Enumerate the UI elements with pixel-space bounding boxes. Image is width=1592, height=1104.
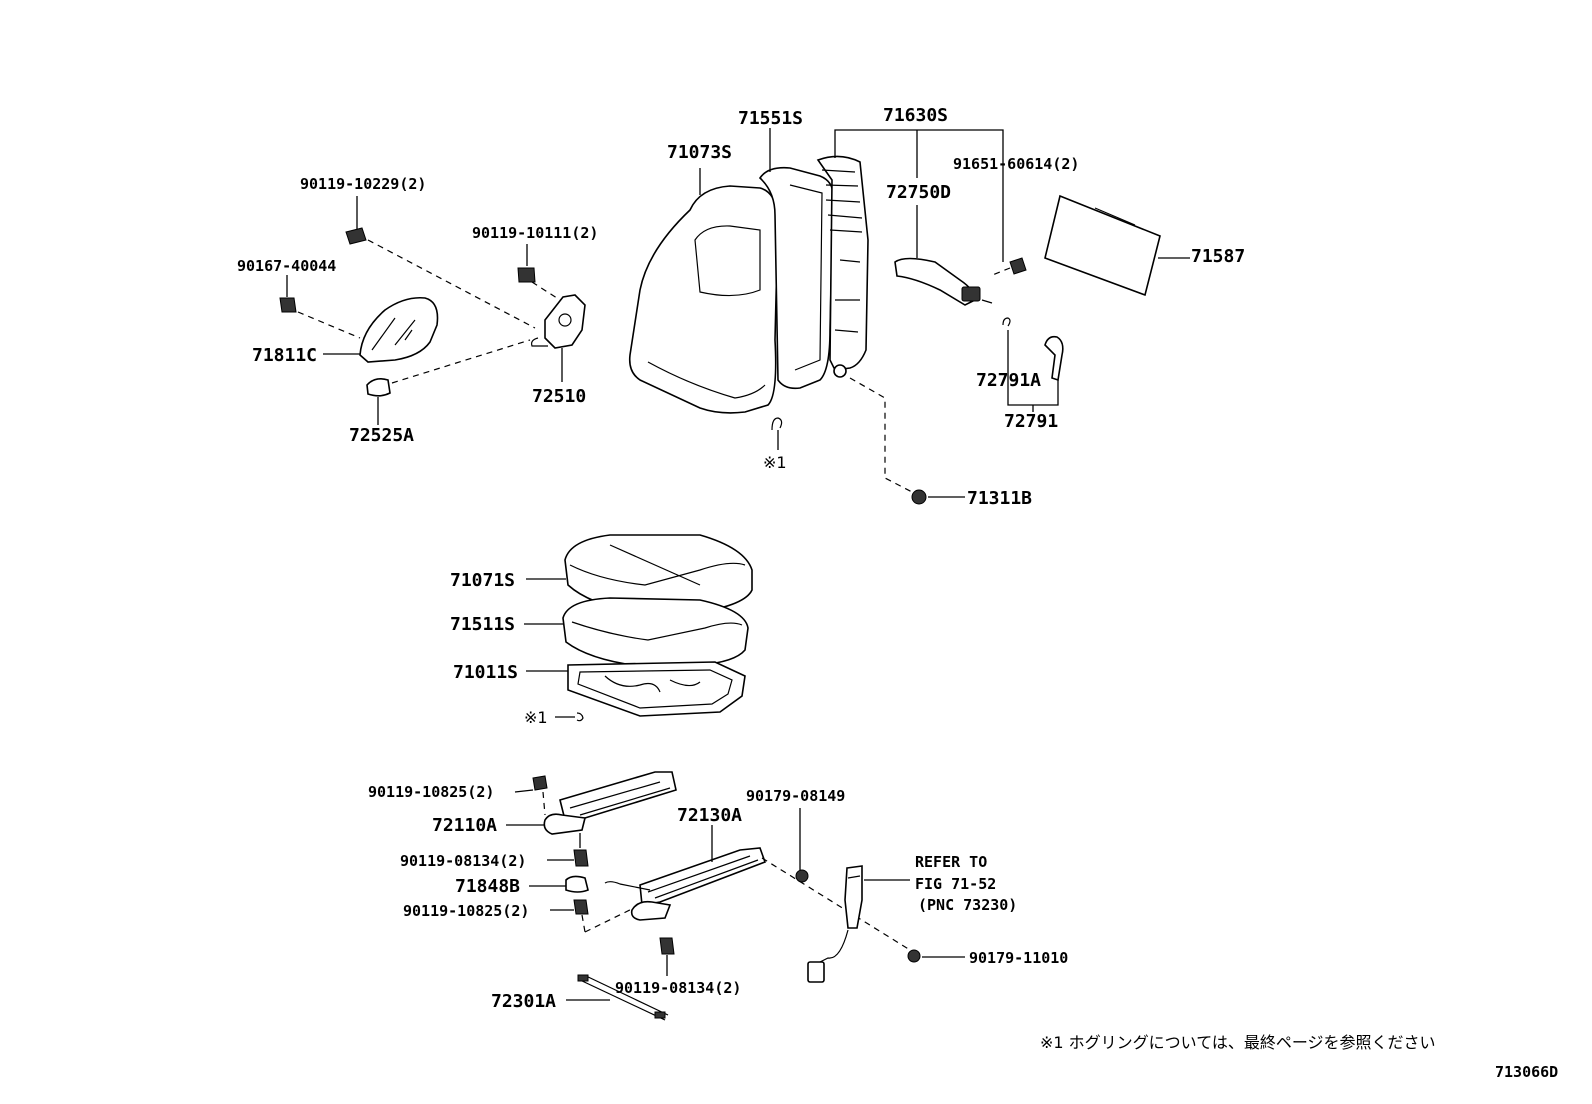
- label-90119-10825-a: 90119-10825(2): [368, 783, 494, 801]
- seat-track-72110A: [506, 771, 677, 835]
- label-72510: 72510: [532, 386, 586, 407]
- seat-belt-buckle: [807, 865, 910, 983]
- bolt-90119-10111: [517, 244, 561, 301]
- label-90167-40044: 90167-40044: [237, 257, 336, 275]
- label-71511S: 71511S: [450, 614, 515, 635]
- label-90119-08134-b: 90119-08134(2): [615, 979, 741, 997]
- cable-72301A: [566, 974, 669, 1021]
- label-91651-60614: 91651-60614(2): [953, 155, 1079, 173]
- label-refer-line3: (PNC 73230): [918, 896, 1017, 914]
- figure-id: 713066D: [1495, 1063, 1558, 1081]
- seat-track-72130A: [604, 825, 767, 921]
- bolt-90119-08134-a: [547, 833, 589, 867]
- label-90119-10825-b: 90119-10825(2): [403, 902, 529, 920]
- hog-ring-seat: [555, 712, 584, 722]
- knob-72525A: [366, 339, 531, 425]
- seat-cushion-frame-71011S: [526, 661, 746, 717]
- label-72110A: 72110A: [432, 815, 497, 836]
- bolt-90119-10229: [345, 196, 536, 329]
- label-71848B: 71848B: [455, 876, 520, 897]
- label-71630S: 71630S: [883, 105, 948, 126]
- nut-90179-08149: [761, 808, 911, 951]
- footnote: ※1 ホグリングについては、最終ページを参照ください: [1040, 1033, 1436, 1052]
- label-90179-11010: 90179-11010: [969, 949, 1068, 967]
- label-71587: 71587: [1191, 246, 1245, 267]
- label-90119-10111: 90119-10111(2): [472, 224, 598, 242]
- bolt-90119-08134-b: [659, 937, 675, 976]
- label-90119-10229: 90119-10229(2): [300, 175, 426, 193]
- label-90119-08134-a: 90119-08134(2): [400, 852, 526, 870]
- seatback-pad: [758, 166, 835, 390]
- label-hogring-note-2: ※1: [524, 708, 548, 727]
- label-71311B: 71311B: [967, 488, 1032, 509]
- bolt-90119-10825-a: [514, 775, 548, 816]
- label-72791A: 72791A: [976, 370, 1041, 391]
- cover-71848B: [529, 875, 589, 893]
- recliner-cover-71811C: [323, 296, 439, 363]
- hinge-cover-72750D: [894, 257, 993, 306]
- bolt-91651: [989, 257, 1027, 277]
- label-71811C: 71811C: [252, 345, 317, 366]
- label-72525A: 72525A: [349, 425, 414, 446]
- leader-71630S: [834, 129, 1004, 262]
- label-71551S: 71551S: [738, 108, 803, 129]
- label-hogring-note: ※1: [763, 453, 787, 472]
- label-71011S: 71011S: [453, 662, 518, 683]
- label-refer-line1: REFER TO: [915, 853, 987, 871]
- label-72130A: 72130A: [677, 805, 742, 826]
- seatback-cover: [628, 185, 779, 414]
- label-90179-08149: 90179-08149: [746, 787, 845, 805]
- bolt-90119-10825-b: [550, 899, 589, 933]
- recliner-72510: [531, 294, 586, 382]
- nut-90179-11010: [907, 949, 965, 963]
- label-refer-line2: FIG 71-52: [915, 875, 996, 893]
- hog-ring: [771, 417, 783, 450]
- label-72791: 72791: [1004, 411, 1058, 432]
- label-72301A: 72301A: [491, 991, 556, 1012]
- back-board-71587: [1044, 194, 1190, 297]
- label-72750D: 72750D: [886, 182, 951, 203]
- seatback-frame: [816, 155, 869, 378]
- label-71073S: 71073S: [667, 142, 732, 163]
- nut-71311B: [849, 377, 965, 505]
- seat-cushion-pad-71511S: [524, 597, 749, 667]
- lever-72791: [1002, 317, 1064, 412]
- bolt-90167: [279, 275, 361, 339]
- label-71071S: 71071S: [450, 570, 515, 591]
